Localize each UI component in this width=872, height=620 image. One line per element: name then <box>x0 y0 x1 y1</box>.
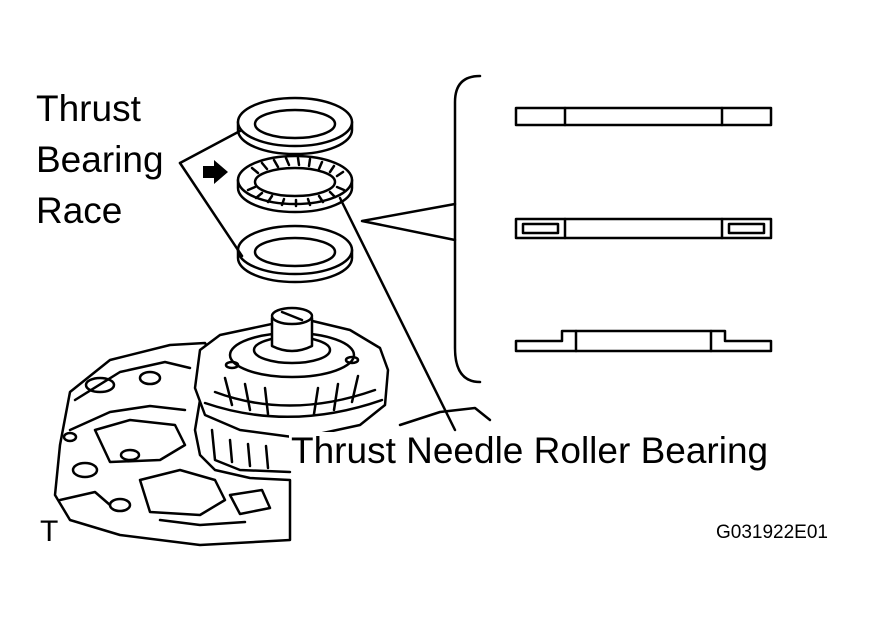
race-label-line-3: Race <box>36 190 123 231</box>
thrust-needle-roller-bearing-label: Thrust Needle Roller Bearing <box>289 430 771 471</box>
needle-bearing-leader-line <box>338 196 457 432</box>
race-label-line-1: Thrust <box>36 88 141 129</box>
arrow-icon <box>203 160 228 184</box>
lower-thrust-race <box>236 224 354 284</box>
thrust-bearing-race-label: Thrust Bearing Race <box>36 90 164 243</box>
race-leader-lines <box>178 129 244 258</box>
thrust-needle-roller-bearing <box>236 154 354 214</box>
needle-bearing-cross-section <box>514 217 773 240</box>
cross-section-brace <box>453 74 482 384</box>
figure-id-label: G031922E01 <box>716 522 828 543</box>
view-code-label: T <box>40 515 59 548</box>
lower-race-cross-section <box>514 329 773 353</box>
planetary-gear-unit-illustration <box>193 306 390 474</box>
race-label-line-2: Bearing <box>36 139 164 180</box>
upper-thrust-race <box>236 96 354 156</box>
cross-section-pointer <box>360 202 457 242</box>
transaxle-case-illustration <box>53 341 492 547</box>
upper-race-cross-section <box>514 106 773 127</box>
